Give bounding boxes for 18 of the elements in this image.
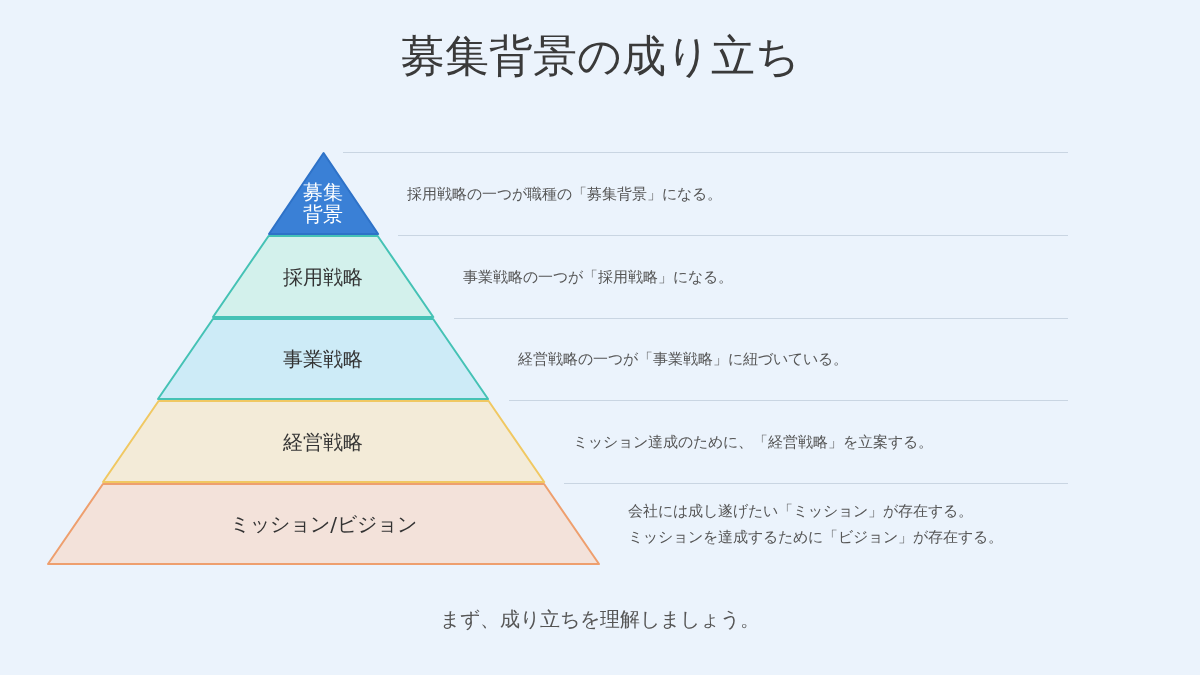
tier-description: 採用戦略の一つが職種の「募集背景」になる。 xyxy=(407,183,722,205)
pyramid-tier xyxy=(47,483,600,565)
pyramid-tier xyxy=(212,235,435,318)
tier-description: ミッションを達成するために「ビジョン」が存在する。 xyxy=(628,527,1003,548)
tier-label: ミッション/ビジョン xyxy=(230,512,417,536)
tier-description: 会社には成し遂げたい「ミッション」が存在する。 xyxy=(628,501,973,522)
pyramid-tier xyxy=(157,318,490,400)
tier-description: ミッション達成のために、「経営戦略」を立案する。 xyxy=(573,431,933,453)
tier-label: 経営戦略 xyxy=(283,429,364,454)
pyramid-top-triangle xyxy=(267,152,380,235)
tier-label: 採用戦略 xyxy=(283,264,364,289)
tier-label: 募集背景 xyxy=(302,181,345,226)
tier-description: 事業戦略の一つが「採用戦略」になる。 xyxy=(463,266,733,288)
tier-description: 経営戦略の一つが「事業戦略」に紐づいている。 xyxy=(518,349,848,370)
pyramid-tier xyxy=(101,400,546,483)
title: 募集背景の成り立ち xyxy=(400,30,800,81)
tier-label: 事業戦略 xyxy=(283,347,364,371)
caption: まず、成り立ちを理解しましょう。 xyxy=(440,607,760,631)
